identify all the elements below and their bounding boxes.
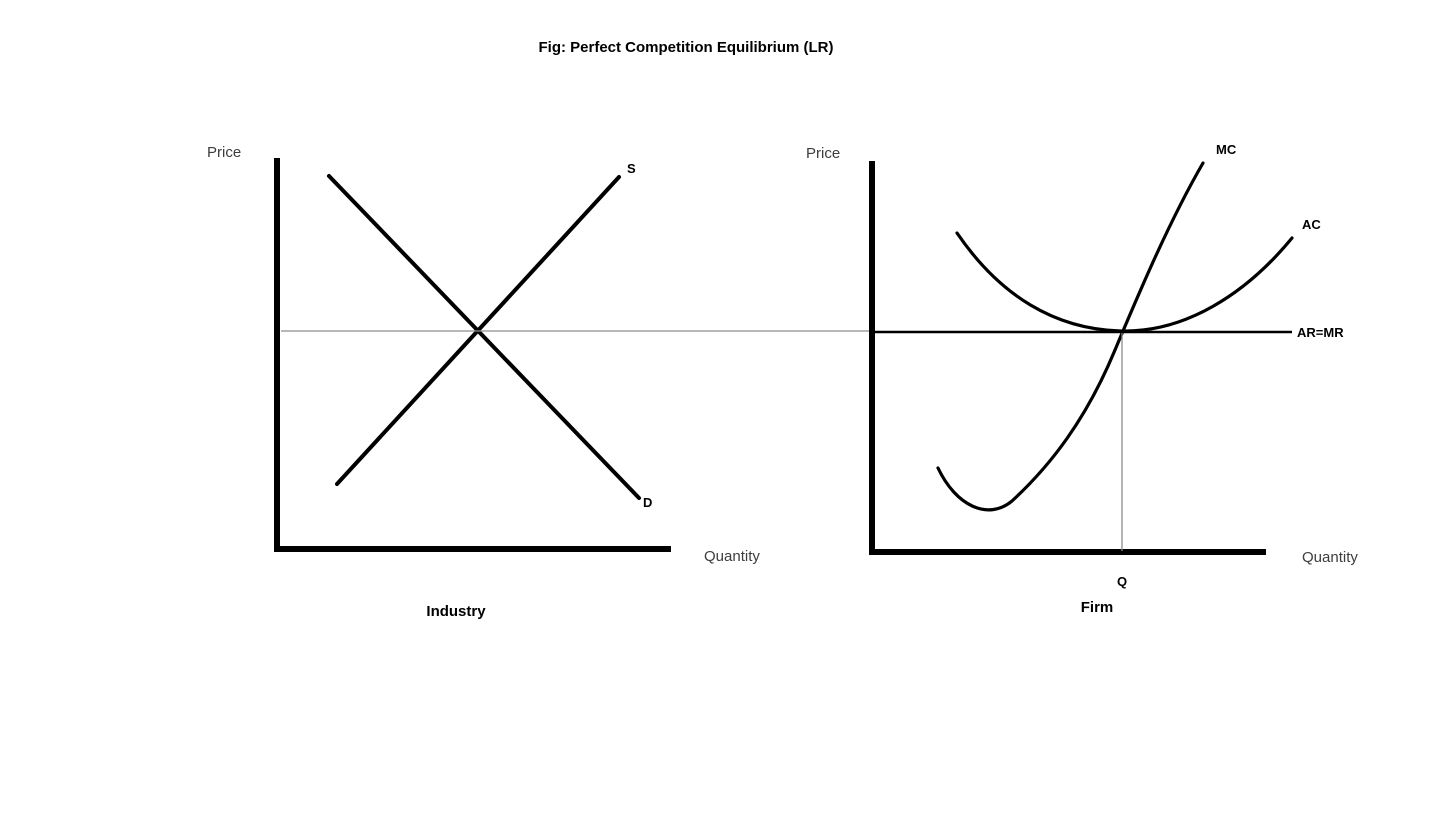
industry-price-axis-label: Price (207, 144, 241, 161)
industry-panel: Price Quantity S D Industry (207, 144, 760, 620)
ar-mr-label: AR=MR (1297, 325, 1344, 340)
industry-quantity-axis-label: Quantity (704, 548, 760, 565)
firm-quantity-axis-label: Quantity (1302, 549, 1358, 566)
demand-curve (327, 174, 641, 500)
firm-caption: Firm (1081, 599, 1114, 616)
mc-curve-label: MC (1216, 142, 1237, 157)
ac-curve (955, 231, 1294, 333)
firm-price-axis-label: Price (806, 145, 840, 162)
figure-title: Fig: Perfect Competition Equilibrium (LR… (539, 39, 834, 56)
demand-curve-label: D (643, 495, 652, 510)
ac-curve-label: AC (1302, 217, 1321, 232)
firm-axes (869, 161, 1266, 555)
mc-curve (936, 161, 1205, 512)
industry-caption: Industry (426, 603, 486, 620)
quantity-marker-label: Q (1117, 574, 1127, 589)
industry-axes (274, 158, 671, 552)
firm-panel: Price Quantity AR=MR MC AC Q Firm (806, 142, 1358, 616)
supply-curve-label: S (627, 161, 636, 176)
